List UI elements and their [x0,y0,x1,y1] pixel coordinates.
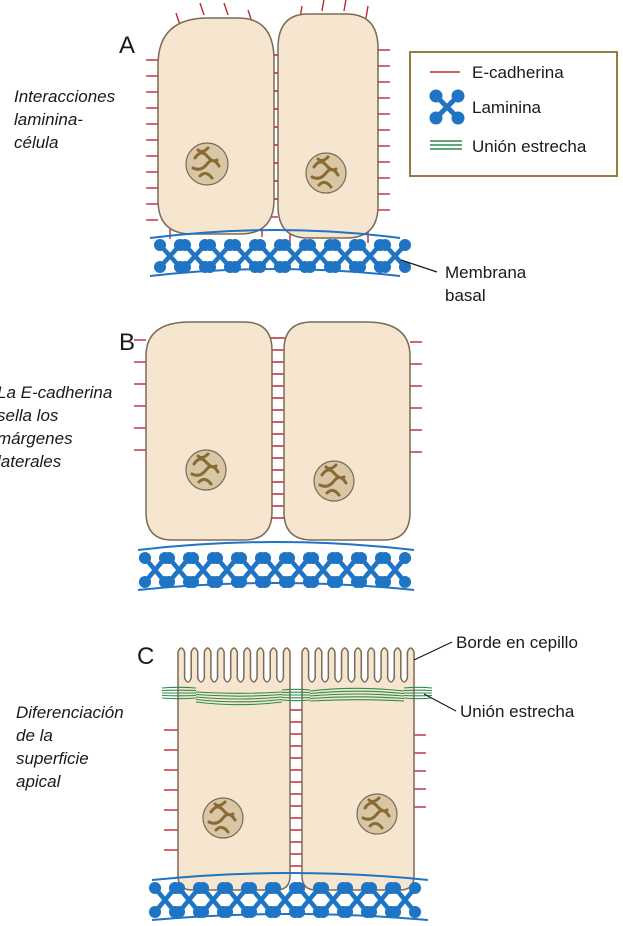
legend-label-e-cadherin: E-cadherina [472,63,564,82]
cell-b-right [284,322,410,540]
panel-c: C Diferenciación de la superficie apical… [16,633,578,920]
callout-borde-en-cepillo: Borde en cepillo [456,633,578,652]
basement-membrane-b [138,542,414,590]
nucleus-c-left [203,798,243,838]
cell-a-left [158,18,274,234]
legend-label-laminin: Laminina [472,98,542,117]
panel-c-caption-line-3: superficie [16,749,89,768]
laminin-row-b [141,554,409,586]
panel-c-caption: Diferenciación de la superficie apical [16,703,128,791]
panel-a-caption-line-1: Interacciones [14,87,116,106]
panel-b: B La E-cadherina sella los márgenes late… [0,322,422,590]
e-cadherin-marker [322,0,324,11]
callout-line-borde-en-cepillo [414,642,452,660]
panel-c-caption-line-4: apical [16,772,62,791]
cell-c-left [178,648,290,890]
panel-b-caption-line-4: laterales [0,452,62,471]
tight-junction-strand [282,689,310,690]
panel-a-caption: Interacciones laminina- célula [14,87,120,152]
tight-junction-strand [282,700,310,701]
tight-junction-strand [404,687,432,688]
callout-union-estrecha: Unión estrecha [460,702,575,721]
e-cadherin-marker [344,0,346,11]
callout-membrana-basal-line-2: basal [445,286,486,305]
panel-a-caption-line-2: laminina- [14,110,83,129]
panel-a-caption-line-3: célula [14,133,58,152]
e-cadherin-marker [200,3,204,15]
panel-b-caption: La E-cadherina sella los márgenes latera… [0,383,117,471]
laminin-row-a [156,241,409,271]
e-cadherin-marker [366,6,368,18]
panel-c-caption-line-2: de la [16,726,53,745]
basement-membrane-a [150,230,409,276]
laminin-cross [381,241,409,271]
nucleus-b-left [186,450,226,490]
panel-b-caption-line-2: sella los [0,406,59,425]
e-cadherin-marker [224,3,228,15]
panel-letter-a: A [119,32,135,59]
legend: E-cadherina Laminina Unión estrecha [410,52,617,176]
laminin-cross [381,554,409,586]
legend-label-tight-junction: Unión estrecha [472,137,587,156]
callout-line-union-estrecha [424,694,456,711]
cell-c-right [302,648,414,890]
callout-membrana-basal: Membrana basal [445,263,531,305]
cell-b-left [146,322,272,540]
nucleus-c-right [357,794,397,834]
panel-b-caption-line-3: márgenes [0,429,73,448]
panel-letter-c: C [137,643,154,670]
callout-membrana-basal-line-1: Membrana [445,263,527,282]
panel-b-caption-line-1: La E-cadherina [0,383,112,402]
nucleus-a-right [306,153,346,193]
panel-letter-b: B [119,329,135,356]
panel-c-caption-line-1: Diferenciación [16,703,124,722]
tight-junction-strand [404,698,432,699]
cell-a-right [278,14,378,238]
nucleus-a-left [186,143,228,185]
nucleus-b-right [314,461,354,501]
